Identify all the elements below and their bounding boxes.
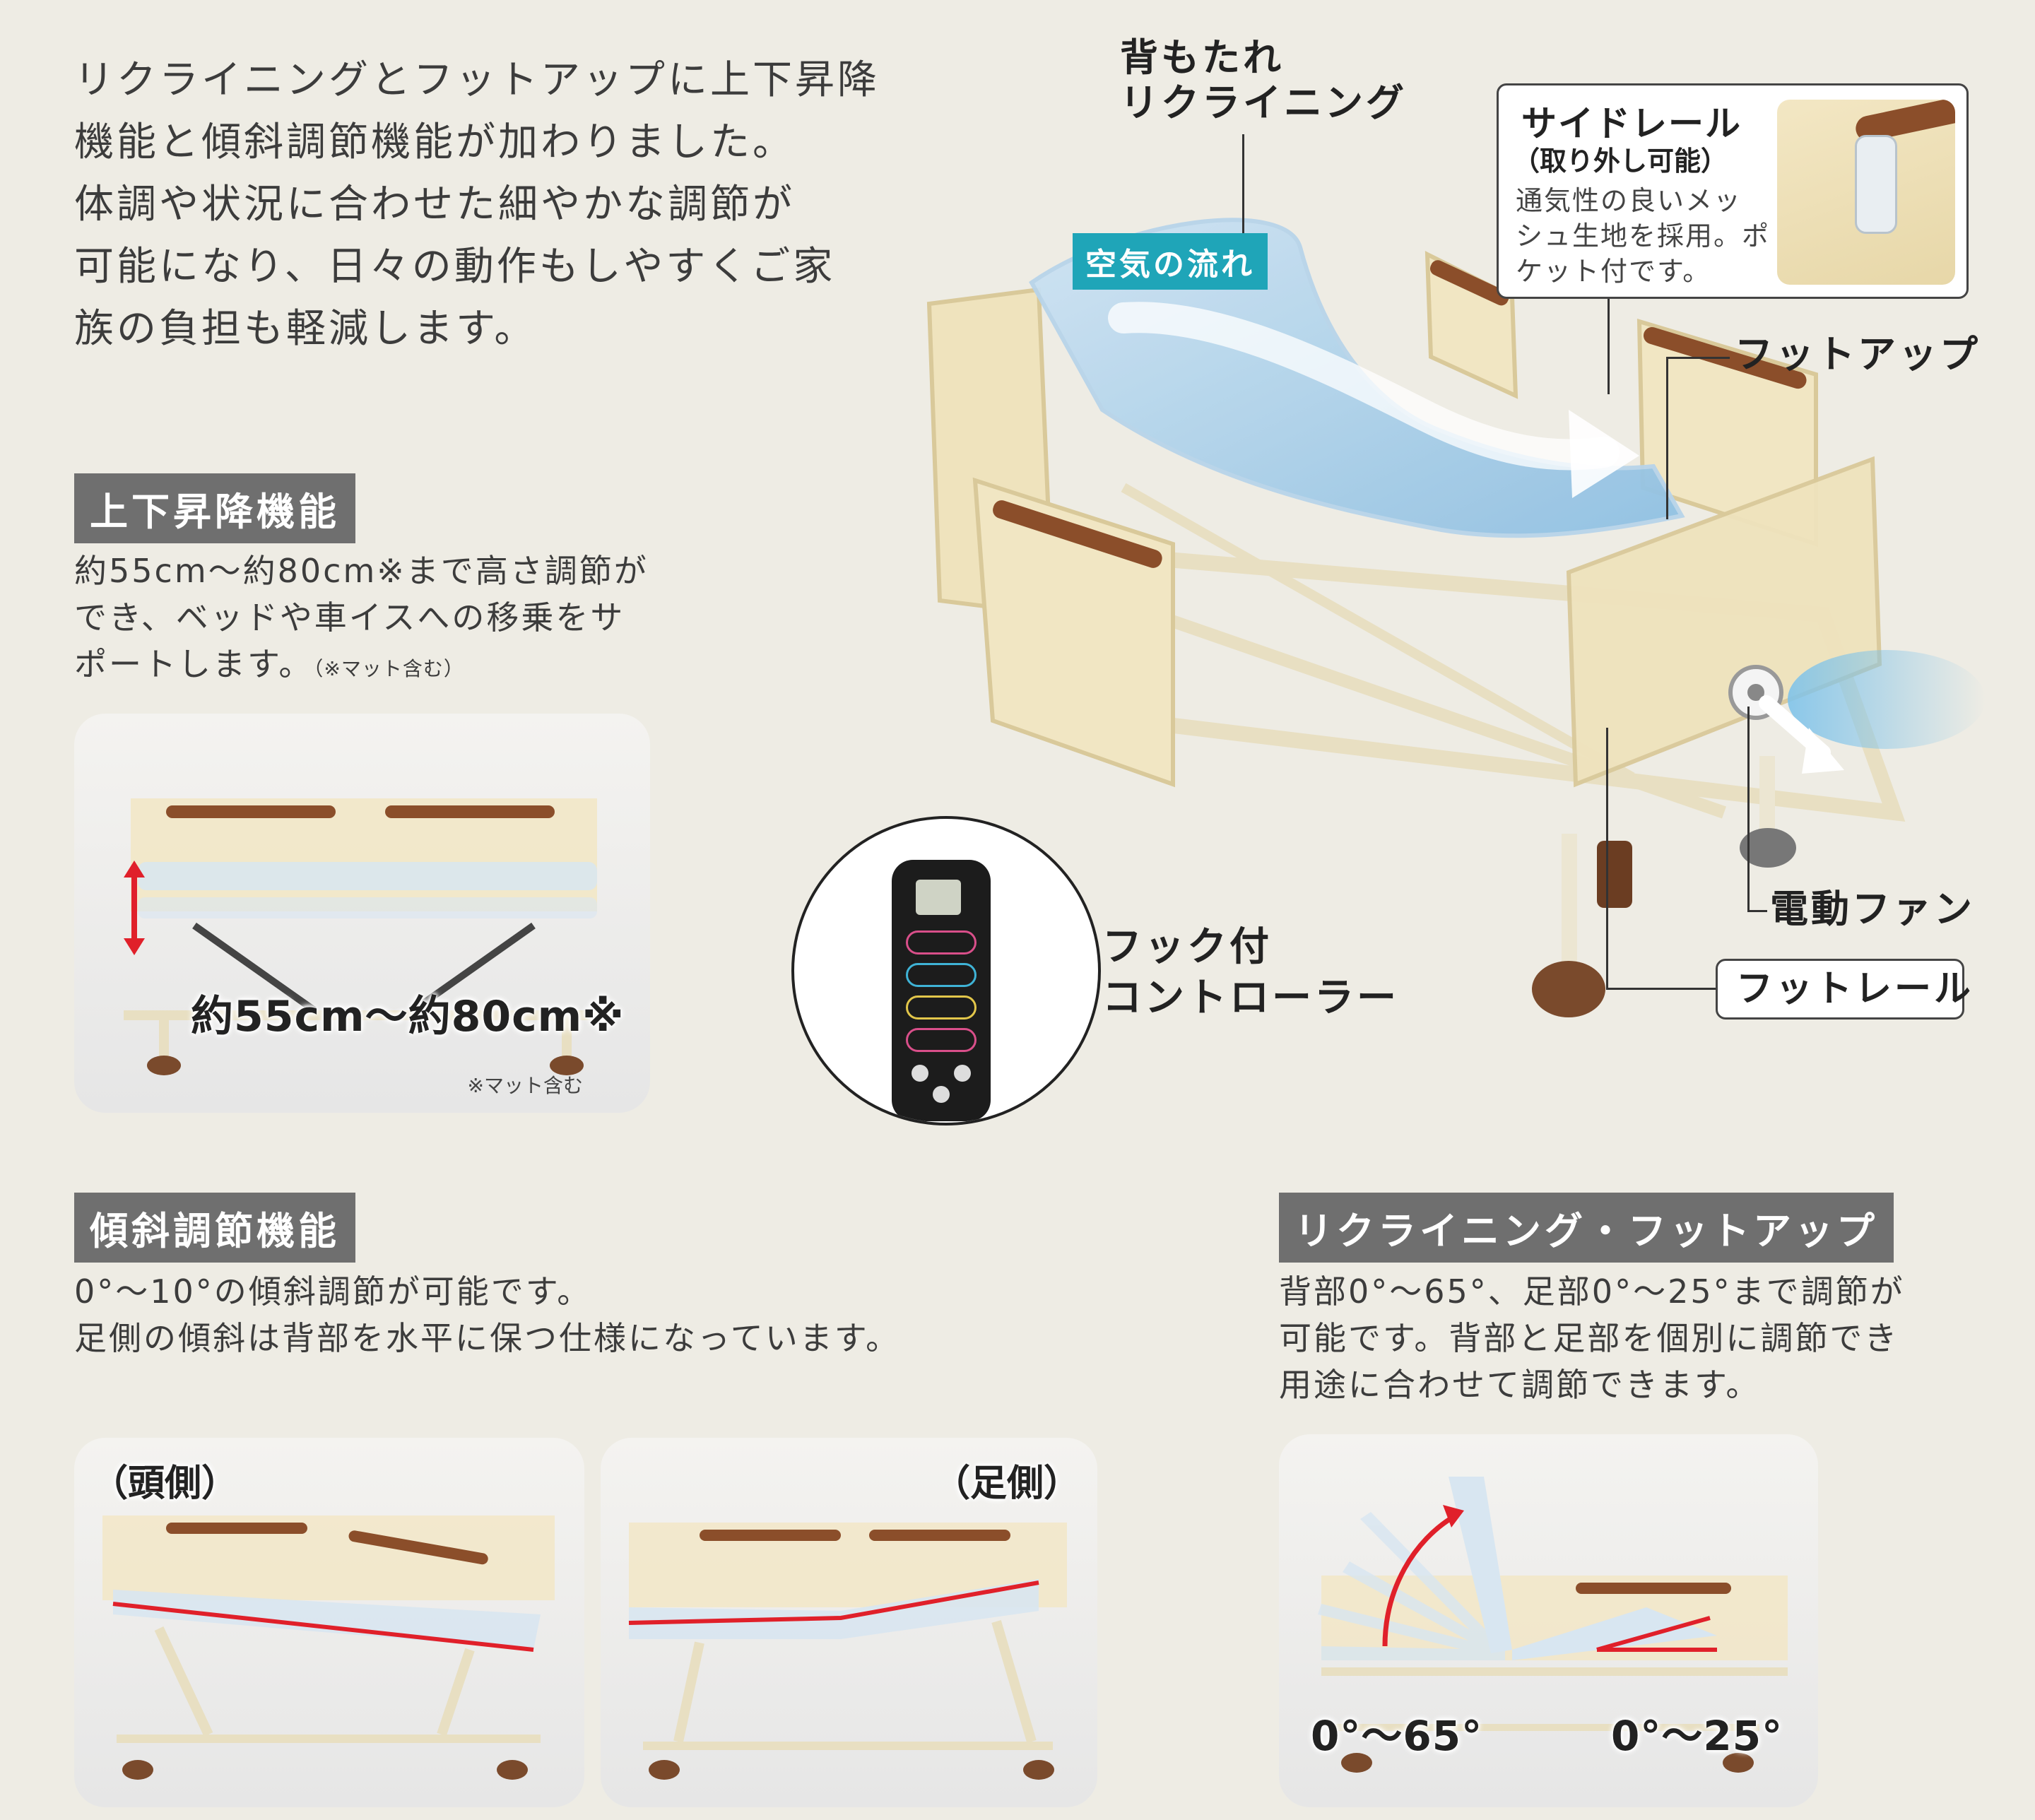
- lift-line-3: ポートします。: [74, 645, 314, 683]
- recline-section-tag: リクライニング・フットアップ: [1279, 1193, 1894, 1263]
- hook-controller-label: フック付 コントローラー: [1102, 924, 1399, 1021]
- controller-button-row-2: [906, 963, 977, 987]
- lift-photo-note: ※マット含む: [467, 1074, 583, 1097]
- remote-controller-icon: [892, 860, 991, 1121]
- footrail-leader-v: [1606, 728, 1608, 989]
- bed-with-airflow-image: [926, 218, 1986, 1017]
- airflow-badge: 空気の流れ: [1073, 233, 1268, 290]
- fan-leader-v: [1747, 707, 1750, 911]
- tilt-head-red-line: [112, 1602, 534, 1652]
- recline-bed-image: [1318, 1477, 1788, 1773]
- intro-paragraph: リクライニングとフットアップに上下昇降 機能と傾斜調節機能が加わりました。 体調…: [74, 49, 880, 360]
- footup-leader-h: [1666, 357, 1730, 359]
- controller-memory-button-icon: [912, 1065, 928, 1082]
- siderail-subtitle: （取り外し可能）: [1513, 146, 1728, 177]
- footrail-leader-h: [1606, 988, 1716, 990]
- siderail-pocket-photo: [1777, 100, 1955, 285]
- tilt-foot-bed-image: [628, 1523, 1067, 1780]
- siderail-description: 通気性の良いメッ シュ生地を採用。ポ ケット付です。: [1516, 185, 1771, 287]
- hero-bed-illustration: [890, 177, 1993, 1039]
- lift-height-arrow-icon: [124, 861, 145, 955]
- controller-button-row-1: [906, 930, 977, 955]
- recline-foot-angle-label: 0°〜25°: [1611, 1712, 1783, 1760]
- footup-label: フットアップ: [1735, 332, 1981, 377]
- controller-lock-button-icon: [933, 1086, 950, 1103]
- lift-section-tag: 上下昇降機能: [74, 473, 355, 543]
- siderail-title: サイドレール: [1521, 103, 1742, 144]
- intro-line: リクライニングとフットアップに上下昇降: [74, 57, 880, 103]
- tilt-head-label: （頭側）: [91, 1462, 239, 1505]
- footup-leader-v: [1666, 357, 1668, 519]
- tilt-description: 0°〜10°の傾斜調節が可能です。 足側の傾斜は背部を水平に保つ仕様になっていま…: [74, 1272, 901, 1357]
- lift-note: （※マット含む）: [313, 657, 464, 680]
- intro-line: 可能になり、日々の動作もしやすくご家: [74, 244, 836, 290]
- controller-screen-icon: [916, 880, 961, 915]
- footrail-label: フットレール: [1736, 968, 1974, 1010]
- backrest-recline-label: 背もたれ リクライニング: [1120, 35, 1407, 125]
- controller-in-pocket-icon: [1855, 135, 1897, 234]
- lift-photo: 約55cm〜約80cm※ ※マット含む: [74, 714, 650, 1113]
- recline-foot-angle-line: [1596, 1616, 1711, 1652]
- tilt-foot-photo: （足側）: [601, 1438, 1097, 1807]
- intro-line: 族の負担も軽減します。: [74, 306, 537, 352]
- tilt-head-photo: （頭側）: [74, 1438, 584, 1807]
- recline-back-angle-label: 0°〜65°: [1311, 1712, 1483, 1760]
- lift-height-label: 約55cm〜約80cm※: [191, 992, 625, 1041]
- siderail-callout: サイドレール （取り外し可能） 通気性の良いメッ シュ生地を採用。ポ ケット付で…: [1497, 83, 1969, 299]
- tilt-foot-label: （足側）: [933, 1462, 1080, 1505]
- lift-description: 約55cm〜約80cm※まで高さ調節が でき、ベッドや車イスへの移乗をサ ポート…: [74, 552, 649, 683]
- intro-line: 機能と傾斜調節機能が加わりました。: [74, 119, 795, 165]
- tilt-section-tag: 傾斜調節機能: [74, 1193, 355, 1263]
- footrail-callout: フットレール: [1716, 959, 1971, 1020]
- recline-photo: 0°〜65° 0°〜25°: [1279, 1434, 1818, 1807]
- controller-circle: [791, 816, 1101, 1125]
- intro-line: 体調や状況に合わせた細やかな調節が: [74, 182, 795, 228]
- siderail-leader-line: [1608, 299, 1610, 394]
- controller-button-row-3: [906, 995, 977, 1020]
- recline-description: 背部0°〜65°、足部0°〜25°まで調節が 可能です。背部と足部を個別に調節で…: [1279, 1272, 1905, 1404]
- tilt-foot-red-line: [628, 1580, 1039, 1625]
- lift-bed-image: [124, 798, 611, 1075]
- controller-flat-button-icon: [954, 1065, 971, 1082]
- controller-button-row-4: [906, 1028, 977, 1052]
- recline-back-angle-arc: [1382, 1513, 1457, 1647]
- tilt-head-bed-image: [102, 1515, 555, 1780]
- fan-leader-h: [1747, 910, 1767, 912]
- electric-fan-label: 電動ファン: [1770, 887, 1975, 931]
- backrest-leader-line: [1242, 134, 1244, 237]
